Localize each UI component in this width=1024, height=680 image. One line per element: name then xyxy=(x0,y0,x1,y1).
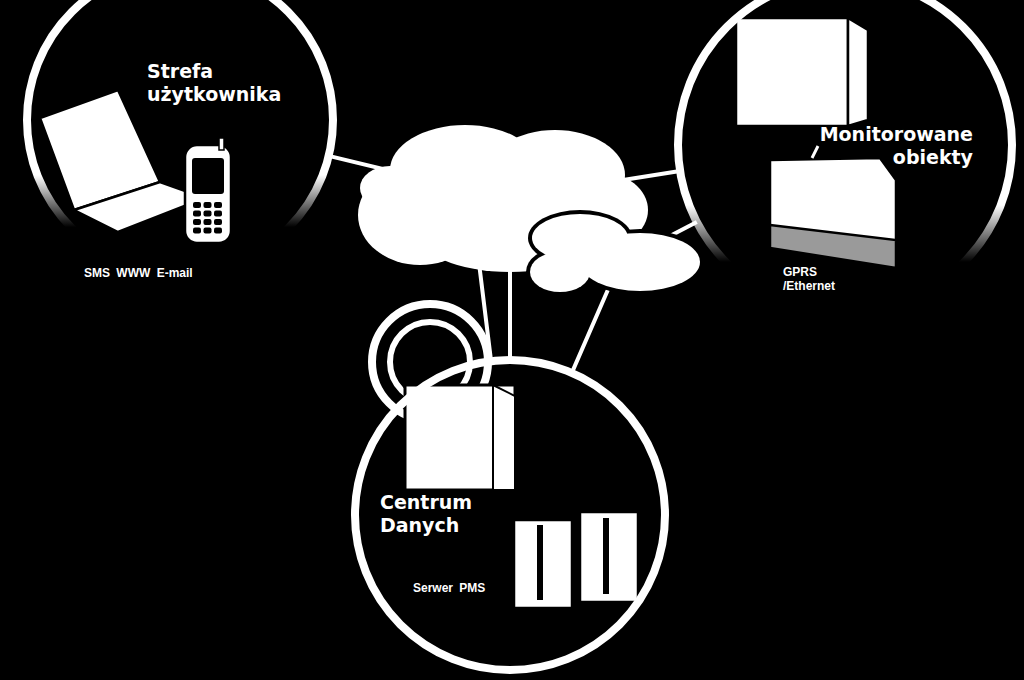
tower xyxy=(514,520,572,608)
laptop-edge xyxy=(118,232,122,238)
zone-caption: SMS WWW E-mail xyxy=(84,266,254,280)
phone-key xyxy=(204,211,212,217)
controller-front xyxy=(770,225,896,268)
cloud-puff xyxy=(580,233,700,291)
device-side xyxy=(848,18,868,126)
phone-key xyxy=(204,202,212,208)
phone-antenna xyxy=(219,138,224,150)
tower-slot xyxy=(603,518,609,594)
server-box xyxy=(405,385,515,490)
phone-key xyxy=(214,219,222,225)
zone-caption: GPRS /Ethernet xyxy=(783,265,863,294)
zone-circle: Monitorowane obiektyGPRS /Ethernet xyxy=(673,0,1017,317)
device-box xyxy=(736,18,848,126)
tower xyxy=(580,512,638,602)
ring xyxy=(355,360,665,670)
phone-key xyxy=(204,228,212,234)
gprs-cloud xyxy=(530,214,700,292)
phone-key xyxy=(193,211,201,217)
phone-key xyxy=(214,211,222,217)
pms-servers xyxy=(514,512,638,608)
phone-key xyxy=(214,202,222,208)
zone-caption: Serwer PMS xyxy=(413,581,503,595)
phone-keypad xyxy=(193,202,222,234)
phone-key xyxy=(214,228,222,234)
zone-title: Centrum Danych xyxy=(380,491,500,537)
cloud-puff xyxy=(530,252,590,292)
gprs-cloud-outline xyxy=(526,210,704,296)
zone-title: Monitorowane obiekty xyxy=(813,123,973,169)
ring xyxy=(678,0,1012,312)
phone-body xyxy=(185,145,231,243)
phone-key xyxy=(193,219,201,225)
server-side xyxy=(493,385,515,490)
zone-circle: Strefa użytkownikaSMS WWW E-mail xyxy=(22,0,338,278)
ring xyxy=(27,0,333,273)
controller-box xyxy=(770,158,896,268)
ring-outline xyxy=(22,0,338,278)
phone-key xyxy=(204,219,212,225)
cloud-puff xyxy=(360,166,420,210)
server-icon xyxy=(372,304,515,490)
tower-slot xyxy=(537,525,543,600)
zone-circle: Centrum DanychSerwer PMS xyxy=(350,355,670,675)
phone-key xyxy=(193,202,201,208)
phone-key xyxy=(193,228,201,234)
phone-screen xyxy=(192,158,224,194)
zone-title: Strefa użytkownika xyxy=(147,60,287,106)
controller-antenna xyxy=(812,146,818,158)
phone-icon xyxy=(185,138,231,243)
